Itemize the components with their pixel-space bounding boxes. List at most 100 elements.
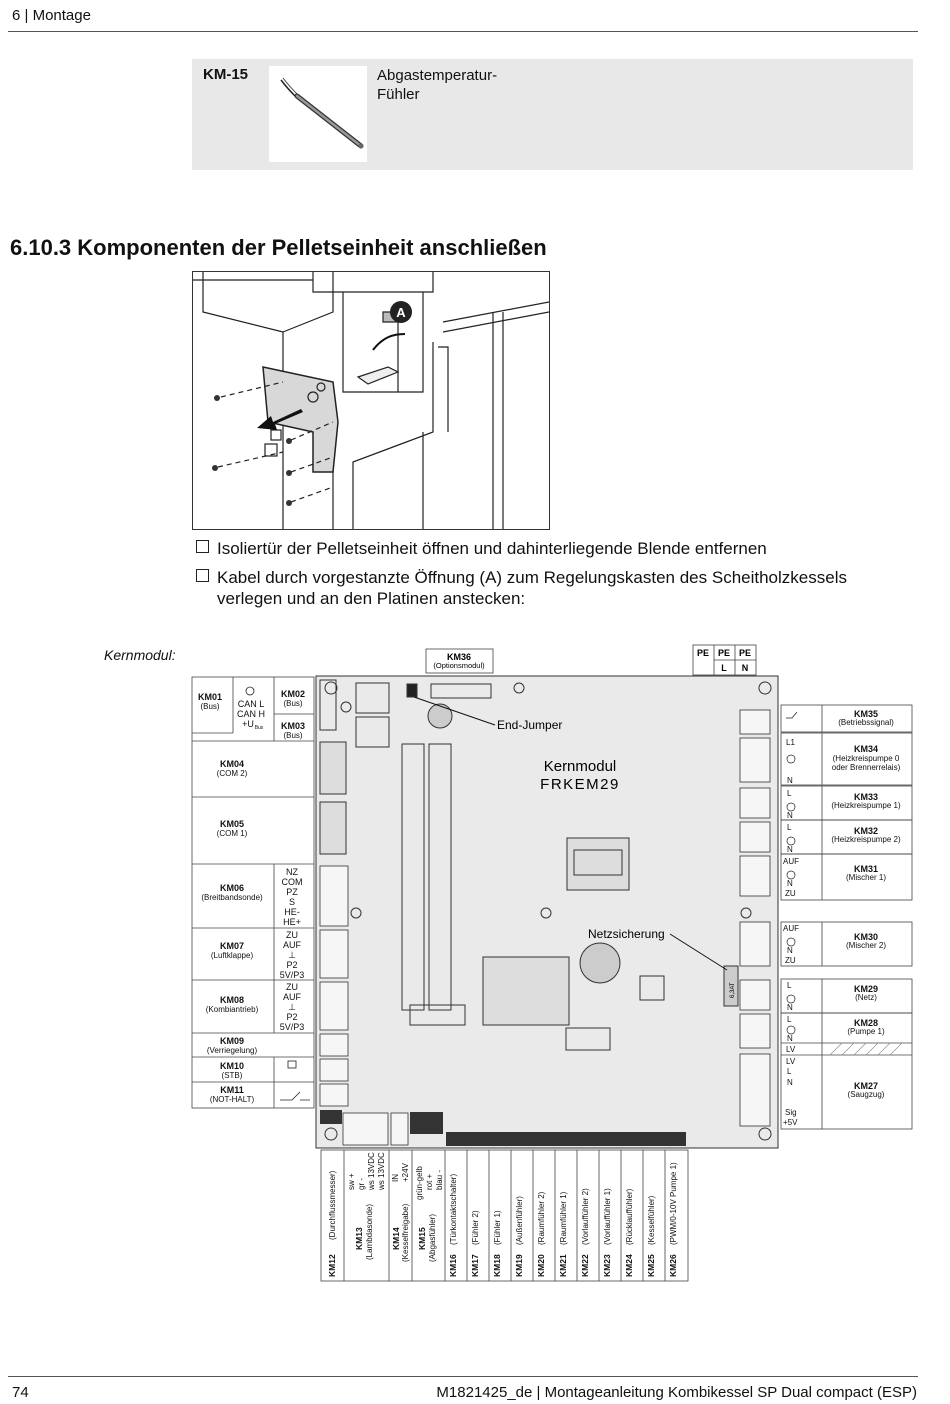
km13-pin-sw: sw + (347, 1173, 356, 1190)
km15-code: KM15 (417, 1227, 427, 1250)
km28-sub: (Pumpe 1) (847, 1027, 885, 1036)
end-jumper-label: End-Jumper (497, 718, 562, 732)
stb-icon (287, 1060, 297, 1069)
ground-icon (786, 994, 796, 1004)
km27-pin-n: N (787, 1078, 793, 1087)
km01-pin-canh: CAN H (237, 709, 265, 719)
km31-sub: (Mischer 1) (846, 873, 886, 882)
bottom-sub-9: (Raumfühler 1) (559, 1191, 568, 1245)
bottom-code-6: KM18 (492, 1254, 502, 1277)
header-rule (8, 31, 918, 32)
km14-pin-24v: +24V (401, 1162, 410, 1182)
section-title: 6.10.3 Komponenten der Pelletseinheit an… (10, 235, 547, 260)
km06-code: KM06 (220, 883, 244, 893)
km32-pin-l: L (787, 823, 792, 832)
step-2-text-cont: verlegen und an den Platinen anstecken: (217, 589, 526, 608)
component-desc-line1: Abgastemperatur- (377, 67, 498, 84)
ground-icon (786, 937, 796, 947)
km06-pin-pz: PZ (286, 887, 298, 897)
km28-pin-n: N (787, 1034, 793, 1043)
km14-sub: (Kesselfreigabe) (401, 1203, 410, 1262)
bottom-sub-6: (Fühler 1) (493, 1210, 502, 1245)
km04-code: KM04 (220, 759, 244, 769)
ln-n: N (742, 663, 749, 673)
km27-pin-l: L (787, 1067, 792, 1076)
km34-pin-l1: L1 (786, 738, 795, 747)
km32-sub: (Heizkreispumpe 2) (831, 835, 901, 844)
km09-sub: (Verriegelung) (207, 1046, 258, 1055)
km14-pin-in: IN (391, 1174, 400, 1182)
km13-pin-ws2: ws 13VDC (377, 1152, 386, 1191)
km11-code: KM11 (220, 1085, 244, 1095)
km34-sub-1: (Heizkreispumpe 0 (833, 754, 900, 763)
km03-sub: (Bus) (283, 731, 302, 740)
document-title: M1821425_de | Montageanleitung Kombikess… (436, 1384, 917, 1401)
km01-bus-sub: Bus (255, 725, 264, 731)
km32-pin-n: N (787, 845, 793, 854)
km08-pin-5v: 5V/P3 (280, 1022, 305, 1032)
km15-pin-rot: rot + (425, 1173, 434, 1190)
km34-pin-n: N (787, 776, 793, 785)
emergency-stop-icon (280, 1091, 310, 1101)
km13-code: KM13 (354, 1227, 364, 1250)
km15-pin-gg: grün-gelb (415, 1166, 424, 1200)
ground-icon (786, 870, 796, 880)
km33-code: KM33 (854, 792, 878, 802)
bottom-code-13: KM25 (646, 1254, 656, 1277)
km11-sub: (NOT-HALT) (210, 1095, 255, 1104)
km06-pin-he+: HE+ (283, 917, 301, 927)
km06-pin-s: S (289, 897, 295, 907)
footer-rule (8, 1376, 918, 1377)
km31-pin-auf: AUF (783, 857, 799, 866)
bottom-sub-12: (Rücklauffühler) (625, 1188, 634, 1245)
bottom-code-7: KM19 (514, 1254, 524, 1277)
km02-code: KM02 (281, 689, 305, 699)
km08-sub: (Kombiantrieb) (206, 1005, 259, 1014)
km07-pin-5v: 5V/P3 (280, 970, 305, 980)
km27-sub: (Saugzug) (848, 1090, 885, 1099)
ground-icon (786, 1025, 796, 1035)
pe-3: PE (739, 648, 751, 658)
km30-pin-auf: AUF (783, 924, 799, 933)
bottom-code-5: KM17 (470, 1254, 480, 1277)
figure-marker-a: A (396, 305, 406, 320)
step-1-text: Isoliertür der Pelletseinheit öffnen und… (217, 539, 767, 558)
km07-pin-auf: AUF (283, 940, 302, 950)
km02-sub: (Bus) (283, 699, 302, 708)
chapter-header: 6 | Montage (12, 7, 91, 24)
km33-pin-n: N (787, 811, 793, 820)
step-2-text: Kabel durch vorgestanzte Öffnung (A) zum… (217, 568, 847, 587)
km08-pin-auf: AUF (283, 992, 302, 1002)
km06-pin-he-: HE- (284, 907, 300, 917)
km07-pin-p2: P2 (286, 960, 297, 970)
pe-2: PE (718, 648, 730, 658)
km08-pin-p2: P2 (286, 1012, 297, 1022)
bottom-code-8: KM20 (536, 1254, 546, 1277)
km28-pin-lv: LV (786, 1045, 796, 1054)
relay-contact-icon (786, 711, 798, 719)
km27-pin-sig: Sig (785, 1108, 797, 1117)
km13-sub: (Lambdasonde) (365, 1204, 374, 1260)
ground-icon (786, 754, 796, 764)
km04-sub: (COM 2) (217, 769, 248, 778)
km05-code: KM05 (220, 819, 244, 829)
km35-code: KM35 (854, 709, 878, 719)
component-description: Abgastemperatur- Fühler (377, 66, 497, 104)
km12-sub: (Durchflussmesser) (328, 1170, 337, 1240)
bottom-code-9: KM21 (558, 1254, 568, 1277)
bottom-code-12: KM24 (624, 1254, 634, 1277)
component-desc-line2: Fühler (377, 86, 420, 103)
km30-pin-zu: ZU (785, 956, 796, 965)
km03-code: KM03 (281, 721, 305, 731)
km07-sub: (Luftklappe) (211, 951, 254, 960)
sensor-image (269, 66, 367, 162)
netzsicherung-label: Netzsicherung (588, 927, 665, 941)
km05-sub: (COM 1) (217, 829, 248, 838)
km31-pin-zu: ZU (785, 889, 796, 898)
bottom-sub-5: (Fühler 2) (471, 1210, 480, 1245)
ln-l: L (721, 663, 727, 673)
km13-pin-ws1: ws 13VDC (367, 1152, 376, 1191)
bottom-code-10: KM22 (580, 1254, 590, 1277)
km10-code: KM10 (220, 1061, 244, 1071)
pe-1: PE (697, 648, 709, 658)
